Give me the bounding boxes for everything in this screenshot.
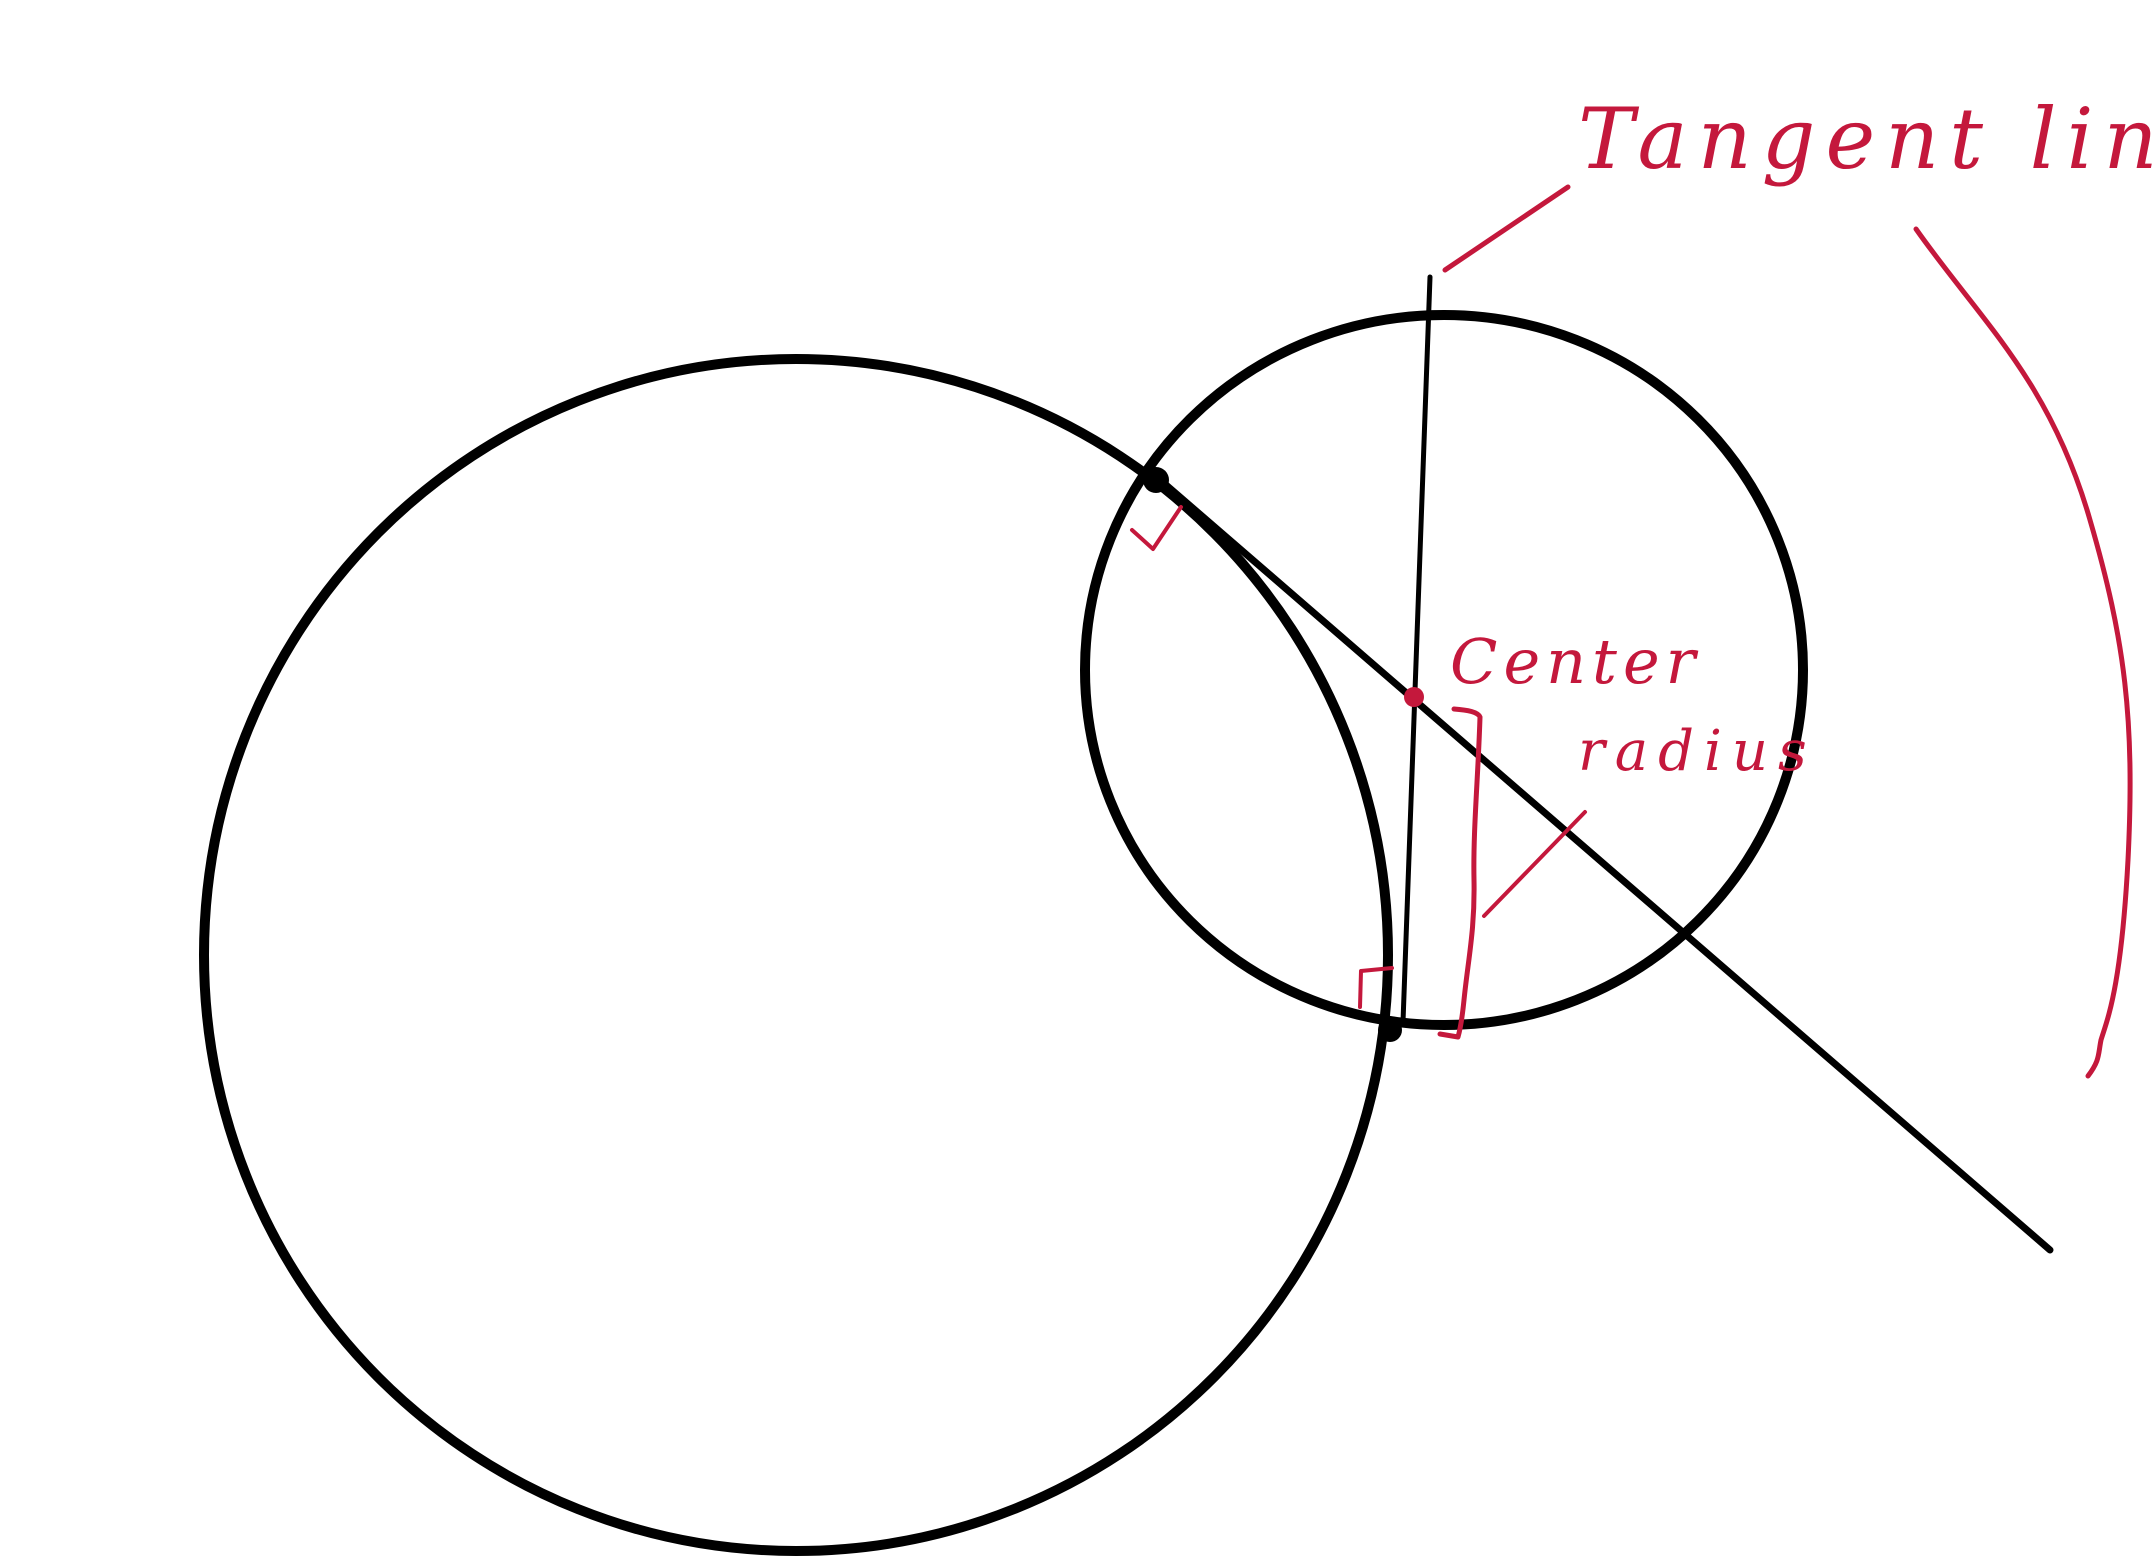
tangent-label-brace	[1913, 226, 2133, 1079]
large-circle	[199, 354, 1393, 1556]
center-label: Center	[1450, 625, 1701, 698]
tangent-line-lower	[1400, 274, 1433, 1025]
intersection-point-lower	[1378, 1018, 1402, 1042]
radius-bracket	[1437, 706, 1483, 1040]
tangent-label-pointer	[1442, 184, 1571, 273]
tangent-lines-label: Tangent lines	[1578, 90, 2156, 188]
intersection-point-upper	[1143, 467, 1169, 493]
tangent-line-upper	[1154, 474, 2054, 1254]
radius-label: radius	[1578, 719, 1817, 784]
right-angle-marker-upper	[1130, 505, 1183, 551]
right-angle-marker-lower	[1358, 966, 1394, 1009]
center-point	[1404, 687, 1424, 707]
small-circle	[1080, 310, 1808, 1030]
radius-pointer-line	[1482, 810, 1587, 918]
